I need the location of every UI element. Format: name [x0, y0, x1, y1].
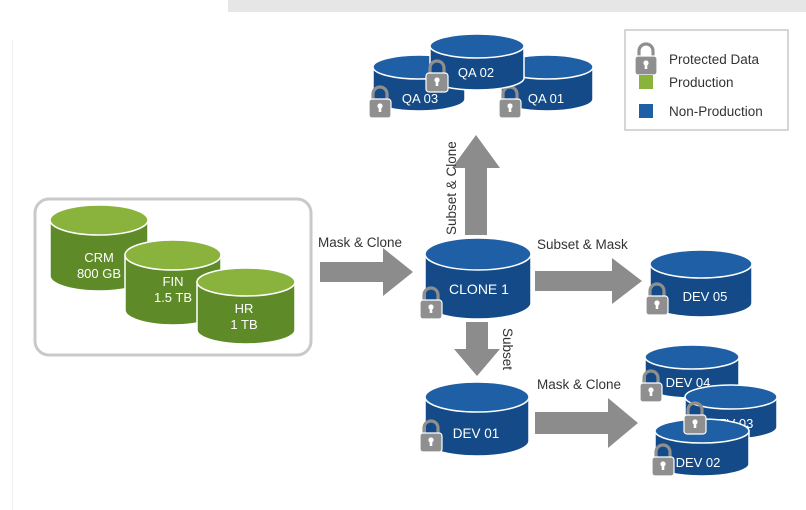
db-dev-05-name: DEV 05	[683, 289, 728, 304]
legend-nonproduction-label: Non-Production	[669, 104, 763, 119]
arrow-subset	[454, 322, 500, 376]
label-subset-clone: Subset & Clone	[444, 141, 459, 235]
db-qa-02: QA 02	[424, 33, 525, 94]
db-crm: CRM 800 GB	[49, 204, 149, 292]
legend: Protected Data Production Non-Production	[624, 29, 789, 131]
arrow-subset-mask	[535, 258, 642, 304]
legend-nonproduction-swatch	[639, 104, 653, 118]
db-qa-01-name: QA 01	[528, 91, 564, 106]
legend-production-swatch	[639, 75, 653, 89]
db-crm-name: CRM	[84, 250, 114, 265]
db-dev-04-name: DEV 04	[666, 375, 711, 390]
db-hr: HR 1 TB	[196, 267, 296, 345]
db-dev-01-name: DEV 01	[453, 426, 500, 441]
legend-protected-label: Protected Data	[669, 52, 760, 67]
db-clone-1: CLONE 1	[418, 237, 532, 321]
db-qa-03-name: QA 03	[402, 91, 438, 106]
arrow-mask-clone-main	[320, 248, 413, 296]
left-divider	[12, 40, 13, 510]
db-crm-size: 800 GB	[77, 266, 121, 281]
db-dev-01: DEV 01	[418, 381, 530, 457]
label-mask-clone-main: Mask & Clone	[318, 235, 402, 250]
db-dev-05: DEV 05	[644, 249, 753, 318]
db-dev-02: DEV 02	[650, 418, 750, 478]
db-hr-size: 1 TB	[230, 317, 257, 332]
label-subset: Subset	[500, 328, 515, 370]
legend-production-label: Production	[669, 75, 734, 90]
arrow-subset-clone	[452, 135, 500, 235]
db-clone-1-name: CLONE 1	[449, 281, 509, 297]
db-fin-name: FIN	[163, 274, 184, 289]
db-fin-size: 1.5 TB	[154, 290, 192, 305]
top-bar	[228, 0, 806, 12]
label-mask-clone-dev: Mask & Clone	[537, 377, 621, 392]
db-dev-02-name: DEV 02	[676, 455, 721, 470]
label-subset-mask: Subset & Mask	[537, 237, 628, 252]
db-hr-name: HR	[235, 301, 254, 316]
arrow-mask-clone-dev	[535, 398, 638, 448]
db-qa-02-name: QA 02	[458, 65, 494, 80]
